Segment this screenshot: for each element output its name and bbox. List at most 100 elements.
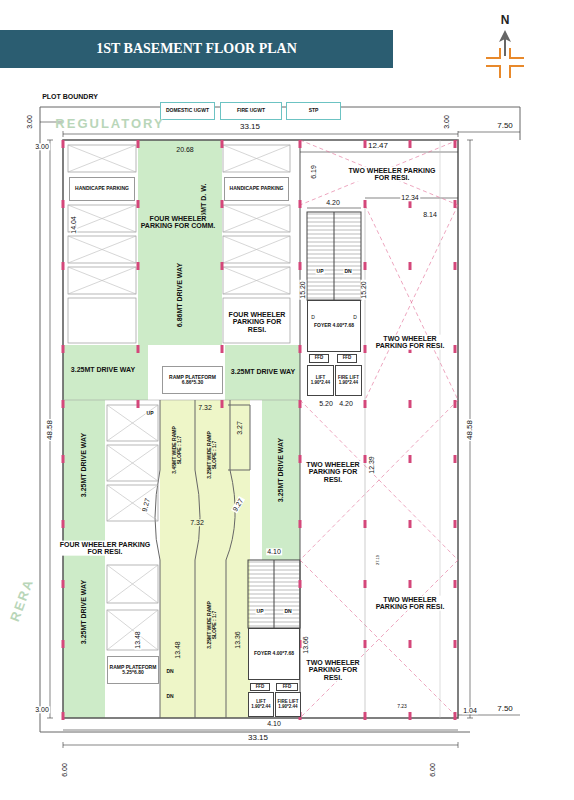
- column: [454, 455, 457, 463]
- dimension: 6.00: [61, 762, 68, 778]
- bay-cross: [68, 145, 136, 172]
- column: [62, 520, 65, 528]
- room-box: FOYER 4.00*7.68: [248, 628, 300, 680]
- parking-bay: [223, 236, 290, 263]
- dimension: 3.00: [34, 706, 50, 713]
- parking-bay: [107, 445, 158, 481]
- parking-diagonal: [300, 560, 458, 718]
- bay-cross: [68, 145, 136, 172]
- dimension: 33.15: [239, 123, 261, 131]
- area-label: 3.25MT DRIVE WAY: [80, 432, 87, 498]
- column: [62, 200, 65, 208]
- column: [364, 400, 367, 408]
- column: [364, 520, 367, 528]
- parking-bay: [107, 610, 158, 650]
- area-label: FOUR WHEELER PARKING FOR COMM.: [138, 215, 218, 230]
- bay-cross: [223, 205, 290, 232]
- dimension: 13.66: [302, 635, 309, 655]
- dimension: 7.32: [197, 404, 213, 411]
- dimension: 4.10: [266, 548, 282, 555]
- parking-bay: [68, 298, 136, 343]
- room-label: FOYER 4.00*7.68: [254, 651, 294, 656]
- dimension: 3.27: [236, 420, 243, 436]
- room-box: FFD: [250, 683, 270, 691]
- area-label: TWO WHEELER PARKING FOR RESI.: [303, 659, 363, 681]
- room-box: RAMP PLATEFORM 5.25*6.80: [107, 656, 159, 684]
- column: [299, 520, 302, 528]
- parking-diagonal: [300, 400, 458, 560]
- dimension: D: [310, 315, 316, 320]
- column: [62, 712, 65, 720]
- column: [409, 140, 412, 148]
- room-label: RAMP PLATEFORM 6.86*5.30: [163, 375, 222, 386]
- bay-cross: [223, 236, 290, 263]
- column: [221, 140, 224, 148]
- room-label: FFD: [343, 356, 352, 361]
- dimension: 12.47: [367, 142, 389, 150]
- column: [409, 455, 412, 463]
- bay-cross: [107, 485, 158, 521]
- bay-cross: [107, 610, 158, 650]
- dimension: D: [352, 315, 358, 320]
- column: [409, 712, 412, 720]
- room-label: LIFT 1.90*2.44: [308, 376, 333, 385]
- room-box: FFD: [337, 354, 357, 363]
- parking-diagonal: [365, 205, 458, 400]
- room-box: HANDICAPE PARKING: [69, 177, 135, 201]
- bay-cross: [68, 236, 136, 263]
- dimension: 7.32: [189, 519, 205, 526]
- area-label: PLOT BOUNDRY: [41, 93, 99, 100]
- bay-cross: [223, 145, 290, 172]
- dimension: 48.58: [46, 419, 54, 441]
- column: [62, 140, 65, 148]
- column: [299, 345, 302, 353]
- column: [62, 262, 65, 270]
- area-label: 3.25MT DRIVE WAY: [80, 579, 87, 645]
- column: [299, 455, 302, 463]
- dimension: 15.20: [360, 280, 367, 300]
- bay-cross: [68, 205, 136, 232]
- column: [299, 262, 302, 270]
- parking-bay: [68, 236, 136, 263]
- column: [364, 262, 367, 270]
- room-label: HANDICAPE PARKING: [230, 186, 284, 191]
- room-label: FIRE UGWT: [237, 108, 265, 113]
- parking-bay: [107, 565, 158, 603]
- room-box: LIFT 1.90*2.44: [248, 692, 274, 717]
- column: [364, 200, 367, 208]
- parking-diagonal: [300, 400, 458, 560]
- bay-cross: [68, 267, 136, 294]
- bay-cross: [223, 267, 290, 294]
- column: [409, 640, 412, 648]
- area-label: TWO WHEELER PARKING FOR RESI.: [369, 335, 451, 350]
- parking-bay: [223, 267, 290, 294]
- dimension: 33.15: [247, 734, 269, 742]
- parking-bay: [68, 205, 136, 232]
- bay-cross: [107, 405, 158, 441]
- dimension: 13.36: [234, 630, 241, 650]
- dimension: 4.20: [338, 400, 354, 407]
- column: [364, 640, 367, 648]
- parking-bay: [68, 145, 136, 172]
- area-label: 3.25MT DRIVE WAY: [70, 366, 136, 373]
- area-label: FOUR WHEELER PARKING FOR RESI.: [225, 311, 289, 333]
- column: [137, 345, 140, 353]
- area-label: N: [500, 14, 511, 27]
- parking-bay: [223, 145, 290, 172]
- bay-cross: [107, 565, 158, 603]
- area-label: 3.25MT DRIVE WAY: [277, 437, 284, 503]
- room-box: FFD: [276, 683, 298, 691]
- column: [221, 400, 224, 408]
- column: [409, 580, 412, 588]
- room-label: STP: [309, 108, 319, 113]
- watermark: RERA: [8, 576, 37, 625]
- room-label: DOMESTIC UGWT: [166, 108, 209, 113]
- column: [221, 262, 224, 270]
- column: [62, 400, 65, 408]
- area-label: UP: [146, 411, 155, 416]
- dimension: 9.27: [140, 497, 151, 514]
- column: [409, 262, 412, 270]
- column: [137, 200, 140, 208]
- room-label: FIRE LIFT 1.90*2.44: [336, 376, 361, 385]
